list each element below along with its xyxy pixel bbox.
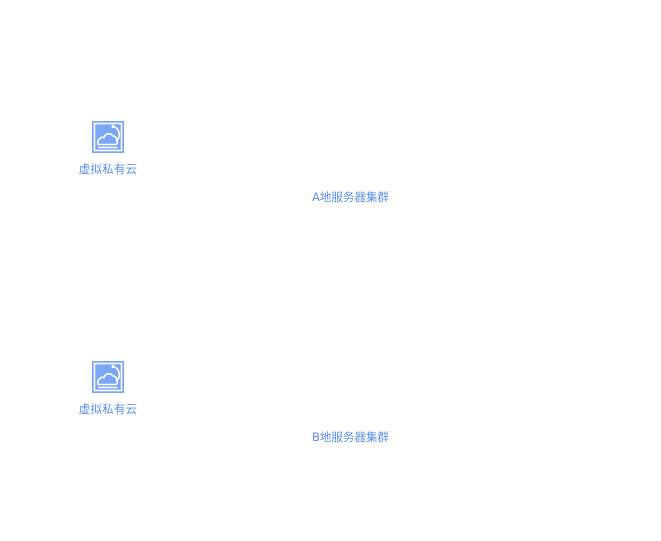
cluster-label-b: B地服务器集群	[312, 430, 389, 444]
vpc-label-b: 虚拟私有云	[78, 402, 138, 416]
cloud-icon	[92, 121, 124, 153]
cloud-icon	[92, 361, 124, 393]
cluster-label-a: A地服务器集群	[312, 190, 389, 204]
vpc-label-a: 虚拟私有云	[78, 162, 138, 176]
vpc-node-a[interactable]: 虚拟私有云	[70, 120, 146, 176]
vpc-node-b[interactable]: 虚拟私有云	[70, 360, 146, 416]
